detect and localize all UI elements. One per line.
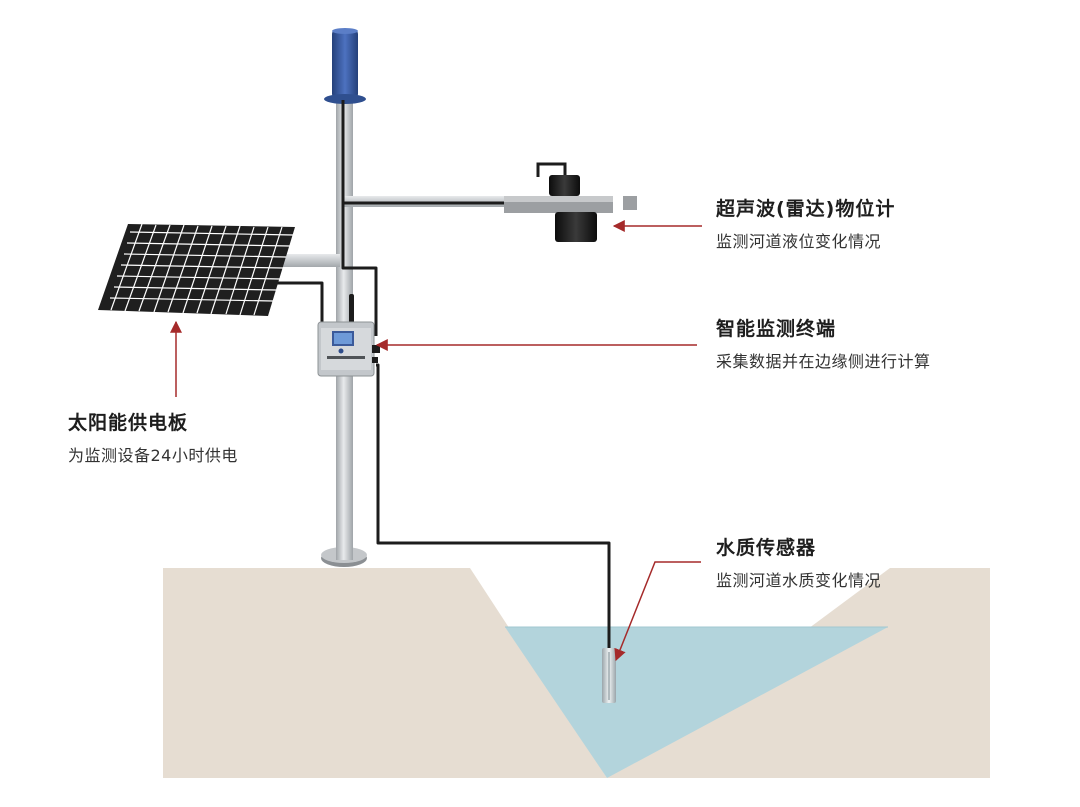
radar-level-gauge-icon [504, 162, 637, 242]
terminal-title: 智能监测终端 [716, 318, 837, 340]
solar-description: 为监测设备24小时供电 [68, 446, 238, 465]
mounting-pole [270, 98, 522, 567]
solar-mount-rod [270, 254, 340, 267]
terminal-description: 采集数据并在边缘侧进行计算 [716, 352, 931, 371]
radar-title: 超声波(雷达)物位计 [716, 198, 896, 220]
monitoring-terminal-icon [317, 294, 380, 377]
radar-description: 监测河道液位变化情况 [716, 232, 882, 251]
water-quality-sensor-icon [602, 648, 616, 703]
river-water [505, 627, 888, 778]
solar-panel-icon [98, 223, 295, 316]
cables [269, 100, 611, 648]
solar-label: 太阳能供电板 为监测设备24小时供电 [68, 410, 238, 468]
leader-arrows [170, 220, 702, 662]
sensor-leader [614, 561, 701, 662]
sensor-label: 水质传感器 监测河道水质变化情况 [716, 535, 881, 593]
solar-title: 太阳能供电板 [68, 412, 189, 434]
radar-label: 超声波(雷达)物位计 监测河道液位变化情况 [716, 196, 895, 254]
terminal-label: 智能监测终端 采集数据并在边缘侧进行计算 [716, 316, 931, 374]
lightning-rod-cap [324, 28, 366, 104]
sensor-description: 监测河道水质变化情况 [716, 571, 882, 590]
riverbank [163, 568, 990, 778]
ground-left [163, 568, 607, 778]
sensor-title: 水质传感器 [716, 537, 817, 559]
